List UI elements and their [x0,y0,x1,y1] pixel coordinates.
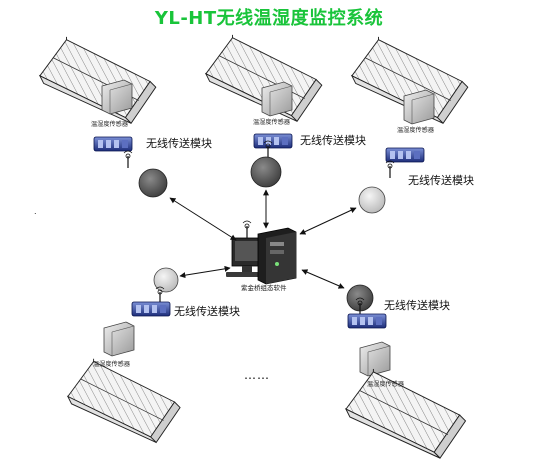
page-title: YL-HT无线温湿度监控系统 [154,8,384,29]
module-top-middle [253,133,293,149]
link-top-right [299,207,357,235]
module-top-left [93,136,133,152]
link-top-left [169,197,237,241]
link-arrows [169,189,357,289]
antenna-top-right-icon [385,160,395,179]
greenhouse-bottom-left [67,358,181,443]
sensor-label-top-left: 温湿度传感器 [90,120,129,128]
module-label-top-right: 无线传送模块 [408,174,474,187]
module-label-bottom-left: 无线传送模块 [174,305,240,318]
module-label-top-left: 无线传送模块 [146,137,212,150]
sensor-top-right [403,89,435,125]
module-top-right [385,147,425,163]
greenhouse-top-left [39,36,157,124]
wireless-node-top-middle [250,156,282,188]
sensor-top-left [101,79,133,115]
software-label: 紫金桥组态软件 [241,284,287,292]
antenna-center-icon [242,220,252,239]
sensor-label-top-right: 温湿度传感器 [396,126,435,134]
monitoring-computer [226,227,297,285]
link-bottom-right [301,269,345,289]
more-stations-ellipsis: …… [244,368,270,382]
module-label-top-middle: 无线传送模块 [300,134,366,147]
antenna-top-left-icon [123,150,133,169]
wireless-node-top-right [358,186,386,214]
greenhouse-bottom-right [345,368,467,459]
sensor-label-top-middle: 温湿度传感器 [252,118,291,126]
wireless-node-top-left [138,168,168,198]
sensor-label-bottom-right: 温湿度传感器 [366,380,405,388]
wireless-node-bottom-left [153,267,179,293]
sensor-bottom-left [103,321,135,357]
sensor-top-middle [261,81,293,117]
link-bottom-left [179,265,231,279]
stray-mark: . [34,207,37,216]
module-label-bottom-right: 无线传送模块 [384,299,450,312]
sensor-label-bottom-left: 温湿度传感器 [92,360,131,368]
module-bottom-right [347,313,387,329]
sensor-bottom-right [359,341,391,377]
module-bottom-left [131,301,171,317]
